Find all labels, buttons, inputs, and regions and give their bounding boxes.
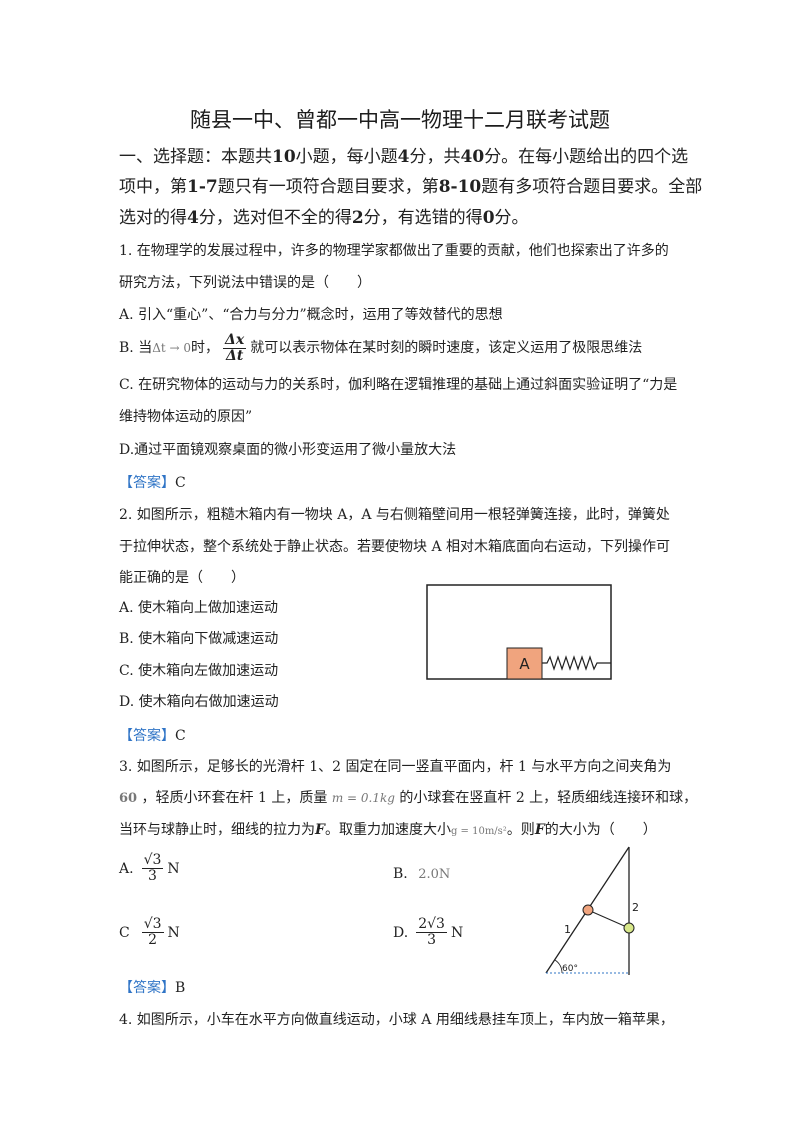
q2-option-c: C. 使木箱向左做加速运动 — [119, 663, 279, 679]
q2-option-b: B. 使木箱向下做减速运动 — [119, 631, 279, 647]
q4-stem-line-1: 4. 如图所示，小车在水平方向做直线运动，小球 A 用细线悬挂车顶上，车内放一箱… — [119, 1012, 674, 1028]
thread — [587, 909, 630, 929]
section-instruction-line-2: 项中，第1-7题只有一项符合题目要求，第8-10题有多项符合题目要求。全部 — [119, 177, 703, 197]
q1-option-c-line-1: C. 在研究物体的运动与力的关系时，伽利略在逻辑推理的基础上通过斜面实验证明了“… — [119, 377, 678, 393]
q3-option-b: B. 2.0N — [393, 866, 451, 882]
ball — [623, 922, 635, 934]
block-a — [506, 647, 543, 680]
q3-rod-ring-figure: 60° 1 2 — [545, 846, 639, 975]
section-instruction-line-1: 一、选择题：本题共10小题，每小题4分，共40分。在每小题给出的四个选 — [119, 147, 689, 167]
q1-stem-line-1: 1. 在物理学的发展过程中，许多的物理学家都做出了重要的贡献，他们也探索出了许多… — [119, 243, 669, 259]
q2-stem-line-3: 能正确的是（ ） — [119, 570, 245, 586]
q2-box-spring-figure: A — [426, 584, 612, 680]
ring — [582, 904, 594, 916]
q1-option-d: D.通过平面镜观察桌面的微小形变运用了微小量放大法 — [119, 442, 457, 458]
q3-stem-line-3: 当环与球静止时，细线的拉力为F。取重力加速度大小g = 10m/s²。则F的大小… — [119, 822, 657, 838]
q1-option-c-line-2: 维持物体运动的原因” — [119, 409, 253, 425]
q1-stem-line-2: 研究方法，下列说法中错误的是（ ） — [119, 275, 371, 291]
q2-stem-line-1: 2. 如图所示，粗糙木箱内有一物块 A，A 与右侧箱壁间用一根轻弹簧连接，此时，… — [119, 507, 670, 523]
q1-option-a: A. 引入“重心”、“合力与分力”概念时，运用了等效替代的思想 — [119, 307, 503, 323]
delta-x-over-delta-t: Δx Δt — [223, 331, 247, 364]
page-title: 随县一中、曾都一中高一物理十二月联考试题 — [190, 108, 610, 132]
q1-option-b: B. 当 Δt → 0 时， Δx Δt 就可以表示物体在某时刻的瞬时速度，该定… — [119, 331, 643, 364]
block-a-label: A — [519, 655, 530, 673]
q1-answer: 【答案】C — [119, 475, 186, 491]
q3-answer: 【答案】B — [119, 980, 186, 996]
rod-2-label: 2 — [632, 901, 639, 914]
q2-option-d: D. 使木箱向右做加速运动 — [119, 694, 279, 710]
section-instruction-line-3: 选对的得4分，选对但不全的得2分，有选错的得0分。 — [119, 208, 529, 228]
spring — [542, 655, 611, 671]
rod-1-label: 1 — [564, 923, 571, 936]
angle-arc — [554, 959, 563, 974]
angle-label: 60° — [562, 964, 578, 974]
q3-stem-line-1: 3. 如图所示，足够长的光滑杆 1、2 固定在同一竖直平面内，杆 1 与水平方向… — [119, 759, 672, 775]
q3-stem-line-2: 60 ，轻质小环套在杆 1 上，质量 m = 0.1kg 的小球套在竖直杆 2 … — [119, 790, 698, 806]
q2-option-a: A. 使木箱向上做加速运动 — [119, 600, 279, 616]
q2-answer: 【答案】C — [119, 728, 186, 744]
q2-stem-line-2: 于拉伸状态，整个系统处于静止状态。若要使物块 A 相对木箱底面向右运动，下列操作… — [119, 539, 671, 555]
